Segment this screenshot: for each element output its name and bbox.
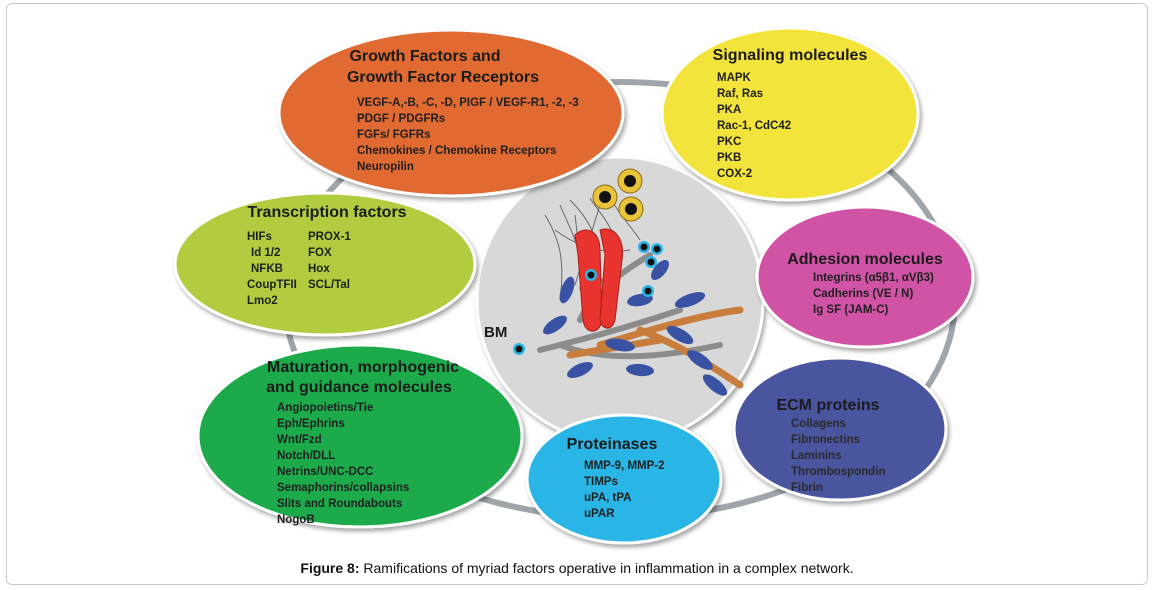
transcription-item: NFKB [251, 263, 283, 275]
signaling-item: Rac-1, CdC42 [717, 120, 791, 132]
node-growth-factors: Growth Factors and Growth Factor Recepto… [277, 28, 625, 198]
yellow-cells [592, 168, 644, 222]
maturation-item: Wnt/Fzd [277, 434, 322, 446]
growth-item: Chemokines / Chemokine Receptors [357, 145, 556, 157]
center-illustration: BM [475, 155, 765, 445]
ecm-item: Thrombospondin [791, 466, 886, 478]
transcription-item: SCL/Tal [308, 279, 350, 291]
caption-text: Ramifications of myriad factors operativ… [359, 560, 854, 576]
maturation-title-line2: and guidance molecules [266, 379, 452, 396]
maturation-item: Notch/DLL [277, 450, 335, 462]
maturation-item: Eph/Ephrins [277, 418, 345, 430]
center-label: BM [484, 324, 507, 341]
node-signaling-molecules: Signaling molecules MAPK Raf, Ras PKA Ra… [660, 26, 920, 202]
center-circle [475, 155, 765, 445]
growth-item: Neuropilin [357, 161, 414, 173]
transcription-item: FOX [308, 247, 332, 259]
transcription-item: Hox [308, 263, 330, 275]
transcription-item: Lmo2 [247, 295, 278, 307]
maturation-item: Slits and Roundabouts [277, 498, 402, 510]
proteinases-item: uPA, tPA [584, 492, 632, 504]
signaling-item: MAPK [717, 72, 752, 84]
cyan-cells [513, 241, 663, 355]
growth-item: VEGF-A,-B, -C, -D, PIGF / VEGF-R1, -2, -… [357, 97, 579, 109]
transcription-title: Transcription factors [247, 204, 406, 221]
maturation-item: Semaphorins/collapsins [277, 482, 409, 494]
node-transcription-factors: Transcription factors HIFs Id 1/2 NFKB C… [173, 191, 477, 337]
blue-cells [543, 260, 728, 396]
maturation-item: Angiopoietins/Tie [277, 402, 373, 414]
growth-title-line1: Growth Factors and [349, 48, 500, 65]
proteinases-item: uPAR [584, 508, 615, 520]
ecm-item: Fibronectins [791, 434, 860, 446]
proteinases-title: Proteinases [567, 436, 658, 453]
maturation-item: NogoB [277, 514, 315, 526]
adhesion-item: Ig SF (JAM-C) [813, 304, 889, 316]
red-vessels [574, 228, 624, 332]
figure-frame [6, 3, 1148, 585]
ecm-title: ECM proteins [776, 397, 879, 414]
node-proteinases: Proteinases MMP-9, MMP-2 TIMPs uPA, tPA … [525, 413, 723, 545]
transcription-item: HIFs [247, 231, 272, 243]
signaling-title: Signaling molecules [713, 47, 868, 64]
proteinases-item: TIMPs [584, 476, 618, 488]
figure-caption: Figure 8: Ramifications of myriad factor… [0, 560, 1154, 576]
signaling-item: PKC [717, 136, 741, 148]
maturation-title-line1: Maturation, morphogenic [267, 359, 459, 376]
signaling-item: PKA [717, 104, 741, 116]
transcription-item: CoupTFII [247, 279, 297, 291]
signaling-item: PKB [717, 152, 741, 164]
growth-title-line2: Growth Factor Receptors [347, 69, 539, 86]
adhesion-item: Integrins (α5β1, αVβ3) [813, 272, 934, 284]
transcription-item: PROX-1 [308, 231, 351, 243]
proteinases-item: MMP-9, MMP-2 [584, 460, 665, 472]
ecm-item: Laminins [791, 450, 841, 462]
adhesion-title: Adhesion molecules [787, 251, 943, 268]
adhesion-item: Cadherins (VE / N) [813, 288, 913, 300]
transcription-item: Id 1/2 [251, 247, 280, 259]
signaling-item: COX-2 [717, 168, 752, 180]
node-maturation-molecules: Maturation, morphogenic and guidance mol… [196, 343, 524, 529]
signaling-item: Raf, Ras [717, 88, 763, 100]
node-ecm-proteins: ECM proteins Collagens Fibronectins Lami… [732, 356, 948, 502]
ecm-item: Collagens [791, 418, 846, 430]
growth-item: FGFs/ FGFRs [357, 129, 430, 141]
growth-item: PDGF / PDGFRs [357, 113, 445, 125]
maturation-item: Netrins/UNC-DCC [277, 466, 373, 478]
node-adhesion-molecules: Adhesion molecules Integrins (α5β1, αVβ3… [755, 205, 975, 349]
network-diagram: BM Growth Factors and Growth Factor Rece… [173, 26, 975, 545]
caption-label: Figure 8: [300, 560, 360, 576]
ecm-item: Fibrin [791, 482, 823, 494]
